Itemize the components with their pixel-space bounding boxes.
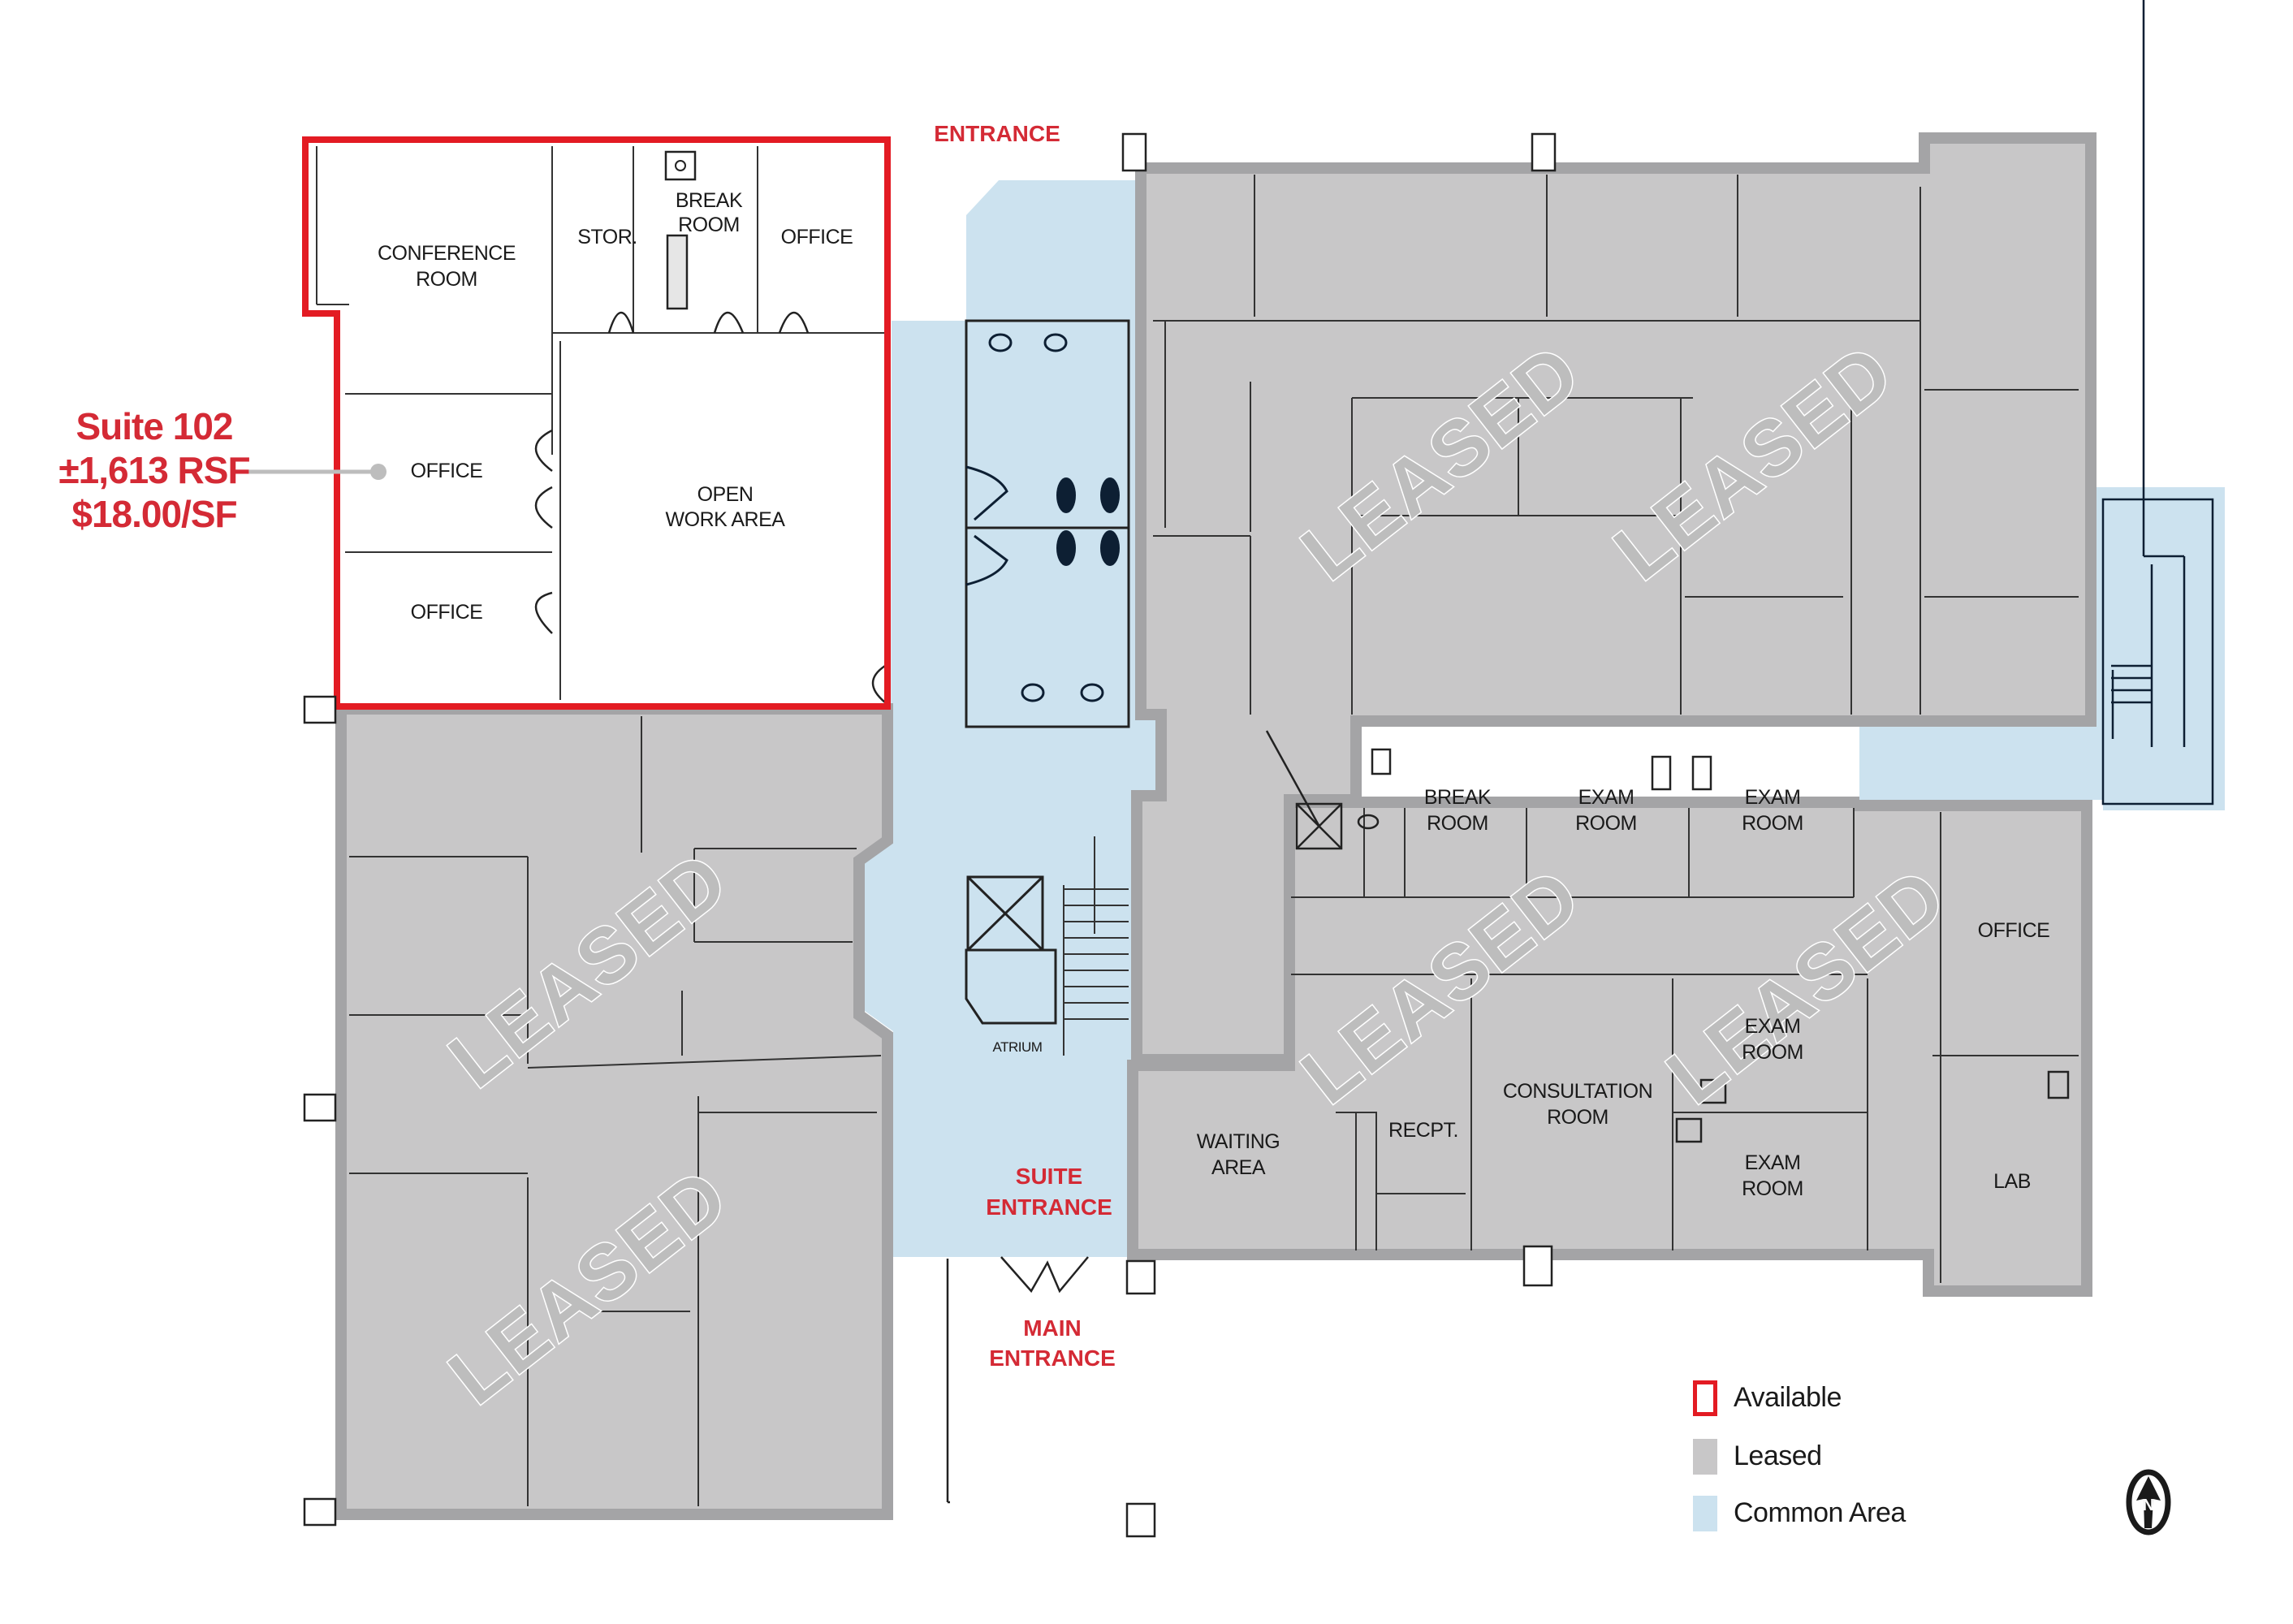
- main-entrance-label: MAIN: [1023, 1315, 1082, 1341]
- main-entrance-label: ENTRANCE: [989, 1345, 1116, 1371]
- entrance-labels: ENTRANCE SUITE ENTRANCE MAIN ENTRANCE: [934, 121, 1116, 1371]
- callout-leader: [240, 464, 386, 480]
- room-label-exam-d: ROOM: [1742, 1177, 1803, 1200]
- room-label-break-room: BREAK: [676, 189, 743, 212]
- available-swatch: [1693, 1380, 1717, 1416]
- entrance-label-top: ENTRANCE: [934, 121, 1060, 146]
- room-label-consultation: CONSULTATION: [1503, 1080, 1652, 1103]
- leased-swatch: [1693, 1439, 1717, 1475]
- room-label-open-work-area: OPEN: [697, 483, 754, 506]
- medical-suite-labels: BREAK ROOM EXAM ROOM EXAM ROOM OFFICE EX…: [1197, 786, 2050, 1200]
- suite-callout: Suite 102 ±1,613 RSF $18.00/SF: [32, 404, 276, 536]
- room-label-conference: CONFERENCE: [378, 242, 516, 265]
- room-label-break-room: ROOM: [1427, 812, 1488, 835]
- common-area-swatch: [1693, 1496, 1717, 1531]
- room-label-office-top: OFFICE: [781, 226, 853, 248]
- legend-item-common-area: Common Area: [1693, 1496, 1953, 1535]
- common-area: [865, 180, 2225, 1257]
- north-arrow-icon: N: [2126, 1469, 2171, 1535]
- room-label-consultation: ROOM: [1547, 1106, 1609, 1129]
- suite-entrance-label: SUITE: [1016, 1164, 1082, 1189]
- leased-areas: [335, 132, 2097, 1520]
- suite-entrance-label: ENTRANCE: [986, 1194, 1112, 1220]
- leased-block-southeast: [1127, 797, 2092, 1297]
- room-label-office-mid: OFFICE: [411, 460, 483, 482]
- legend-item-available: Available: [1693, 1380, 1953, 1419]
- room-label-waiting-area: WAITING: [1197, 1130, 1280, 1153]
- room-label-open-work-area: WORK AREA: [666, 508, 786, 531]
- room-label-atrium: ATRIUM: [993, 1039, 1043, 1055]
- available-outline: [302, 136, 891, 710]
- suite-area: ±1,613 RSF: [58, 449, 250, 491]
- room-label-exam-c: ROOM: [1742, 1041, 1803, 1064]
- suite-name: Suite 102: [76, 405, 234, 447]
- room-label-office: OFFICE: [1978, 919, 2050, 942]
- legend-label: Common Area: [1734, 1497, 1906, 1528]
- room-label-office-bottom: OFFICE: [411, 601, 483, 624]
- core-labels: ATRIUM: [993, 1039, 1043, 1055]
- svg-text:N: N: [2143, 1497, 2154, 1514]
- legend-item-leased: Leased: [1693, 1439, 1953, 1478]
- room-label-exam-b: EXAM: [1745, 786, 1801, 809]
- suite-102-labels: CONFERENCE ROOM STOR. BREAK ROOM OFFICE …: [378, 189, 853, 624]
- room-label-conference: ROOM: [416, 268, 477, 291]
- legend-label: Leased: [1734, 1440, 1822, 1471]
- suite-102-available[interactable]: [302, 136, 891, 710]
- legend-label: Available: [1734, 1382, 1842, 1413]
- room-label-break-room: ROOM: [678, 214, 740, 236]
- room-label-exam-d: EXAM: [1745, 1151, 1801, 1174]
- room-label-storage: STOR.: [577, 226, 637, 248]
- room-label-waiting-area: AREA: [1211, 1156, 1266, 1179]
- room-label-exam-c: EXAM: [1745, 1015, 1801, 1038]
- linework: [303, 0, 2214, 1538]
- room-label-exam-b: ROOM: [1742, 812, 1803, 835]
- room-label-break-room: BREAK: [1424, 786, 1492, 809]
- room-label-reception: RECPT.: [1388, 1119, 1458, 1142]
- room-label-lab: LAB: [1993, 1170, 2031, 1193]
- room-label-exam-a: ROOM: [1575, 812, 1637, 835]
- leased-block-southwest: [335, 703, 893, 1520]
- suite-rate: $18.00/SF: [71, 493, 237, 535]
- room-label-exam-a: EXAM: [1578, 786, 1634, 809]
